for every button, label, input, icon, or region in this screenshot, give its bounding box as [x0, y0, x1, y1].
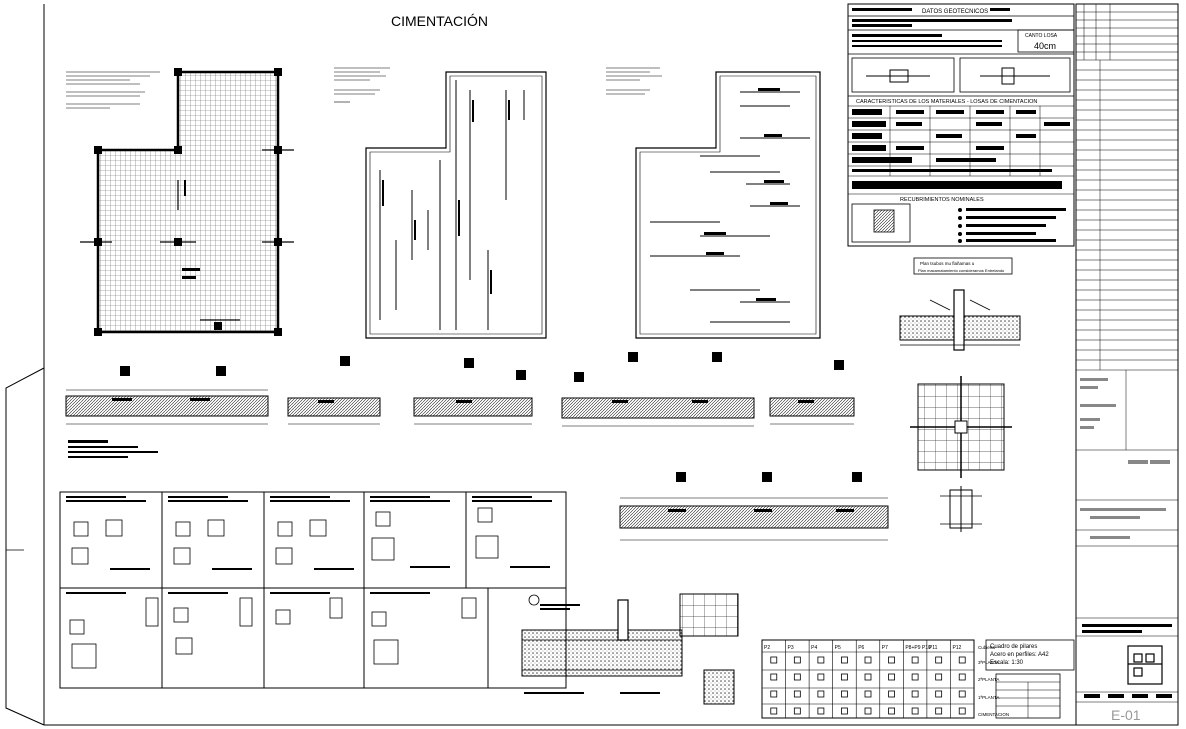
slab-thickness-label: CANTO LOSA	[1025, 33, 1058, 39]
materials-header: CARACTERISTICAS DE LOS MATERIALES - LOSA…	[856, 99, 1037, 105]
title-block: DATOS GEOTECNICOS CANTO LOSA 40cm CARACT…	[847, 3, 1075, 247]
pillar-section-icon	[935, 690, 943, 698]
pillar-column-header: P8+P9 P10	[905, 645, 931, 651]
footing-detail: Plan tsubos mu flañamas u Plan macamatam…	[899, 257, 1021, 532]
pillar-column-header: P12	[952, 645, 961, 651]
pillar-column-header: P4	[811, 645, 817, 651]
pillar-section-icon	[793, 656, 801, 664]
pillar-section-icon	[841, 690, 848, 698]
pillar-section-icon	[793, 707, 801, 715]
pillar-section-icon	[793, 673, 801, 681]
foundation-plan-grid	[66, 68, 294, 336]
pillar-section-icon	[864, 690, 872, 698]
pillar-section-icon	[911, 690, 919, 698]
slab-thickness-value: 40cm	[1034, 41, 1056, 51]
pillar-section-icon	[841, 673, 848, 681]
pillar-section-icon	[817, 690, 825, 698]
reinforcement-plan-3	[606, 67, 821, 339]
sheet-title: CIMENTACIÓN	[391, 13, 488, 29]
pillar-section-icon	[935, 656, 943, 664]
pillar-column-header: P7	[882, 645, 888, 651]
pillar-section-icon	[864, 673, 872, 681]
pillar-column-header: P3	[788, 645, 794, 651]
pillar-section-icon	[817, 707, 825, 715]
pillar-section-icon	[958, 707, 966, 715]
pillar-section-icon	[817, 656, 825, 664]
pillar-section-icon	[770, 690, 778, 698]
pillar-table-caption-line: Acero en perfiles: A42	[990, 652, 1049, 658]
coverings-header: RECUBRIMIENTOS NOMINALES	[900, 197, 984, 203]
pillar-section-icon	[888, 673, 895, 681]
detail-caption-2: Plan macamatamiento consideramos Entrela…	[918, 268, 1005, 273]
pillar-section-icon	[770, 707, 778, 715]
pillar-row-label: Cubierta	[978, 645, 996, 650]
pillar-row-label: 1ªPLANTA	[978, 695, 999, 700]
pillar-table-caption-line: Escala: 1:30	[990, 660, 1024, 666]
pillar-base-details	[59, 491, 567, 689]
pillar-section-icon	[935, 673, 943, 681]
pillar-section-icon	[911, 707, 919, 715]
pillar-section-icon	[770, 673, 778, 681]
pillar-section-icon	[911, 673, 919, 681]
pillar-section-icon	[888, 690, 895, 698]
pillar-section-icon	[911, 656, 919, 664]
geo-data-header: DATOS GEOTECNICOS	[922, 9, 988, 15]
detail-caption-1: Plan tsubos mu flañamas u	[920, 261, 975, 266]
pillar-column-header: P2	[764, 645, 770, 651]
pillar-section-icon	[770, 656, 778, 664]
beam-elevations	[65, 352, 889, 541]
pillar-column-header: P6	[858, 645, 864, 651]
pillar-row-label: 3ªPLANTA	[978, 660, 999, 665]
pillar-section-icon	[793, 690, 801, 698]
pillar-section-icon	[864, 656, 872, 664]
pillar-section-icon	[864, 707, 872, 715]
pillar-table-caption-line: Cuadro de pilares	[990, 644, 1037, 650]
revision-strip: E-01	[1075, 3, 1179, 726]
pillar-section-icon	[958, 690, 966, 698]
pillar-section-icon	[958, 656, 966, 664]
pillar-section-icon	[841, 656, 848, 664]
sheet-code: E-01	[1111, 707, 1141, 723]
pillar-row-label: CIMENTACION	[978, 712, 1009, 717]
pillar-section-icon	[841, 707, 848, 715]
pillar-section-icon	[935, 707, 943, 715]
pillar-section-icon	[888, 707, 895, 715]
pillar-column-header: P11	[929, 645, 938, 651]
pillar-section-icon	[958, 673, 966, 681]
pillar-section-icon	[817, 673, 825, 681]
pillar-row-label: 2ªPLANTA	[978, 677, 999, 682]
slab-section-detail	[521, 593, 739, 705]
reinforcement-plan-2	[334, 67, 547, 339]
pillar-section-icon	[888, 656, 895, 664]
pillar-column-header: P5	[835, 645, 841, 651]
